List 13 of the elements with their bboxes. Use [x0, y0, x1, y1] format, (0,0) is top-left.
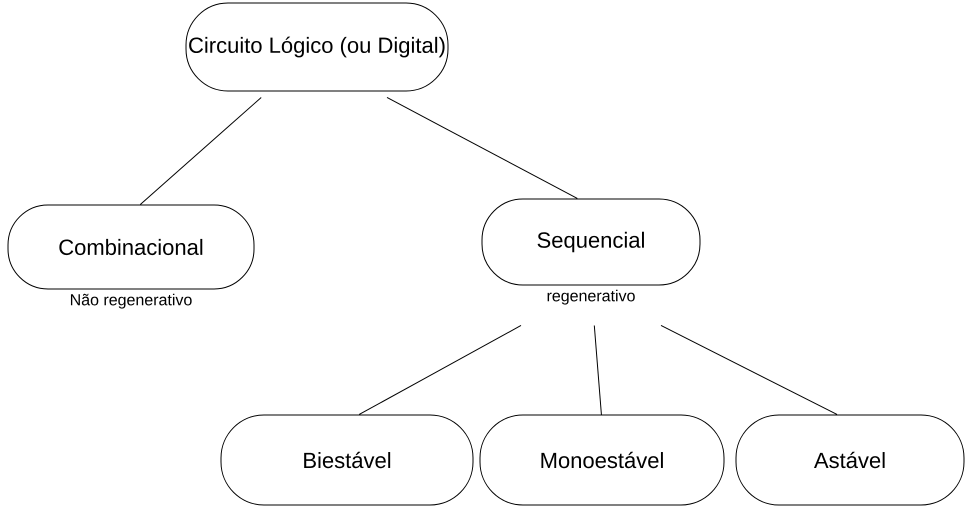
node-caption: Não regenerativo	[70, 294, 192, 309]
rounded-box: Combinacional	[8, 204, 254, 290]
connector-line	[386, 97, 578, 199]
rounded-box: Monoestável	[480, 414, 724, 506]
rounded-box: Biestável	[220, 414, 474, 506]
rounded-box: Sequencial	[482, 198, 700, 286]
connector-line	[660, 325, 838, 415]
connector-line	[358, 325, 522, 415]
connector-line	[594, 325, 602, 415]
rounded-box: Astável	[736, 414, 964, 506]
rounded-box: Circuito Lógico (ou Digital)	[186, 2, 448, 92]
node-caption: regenerativo	[548, 290, 635, 305]
connector-line	[140, 97, 262, 205]
